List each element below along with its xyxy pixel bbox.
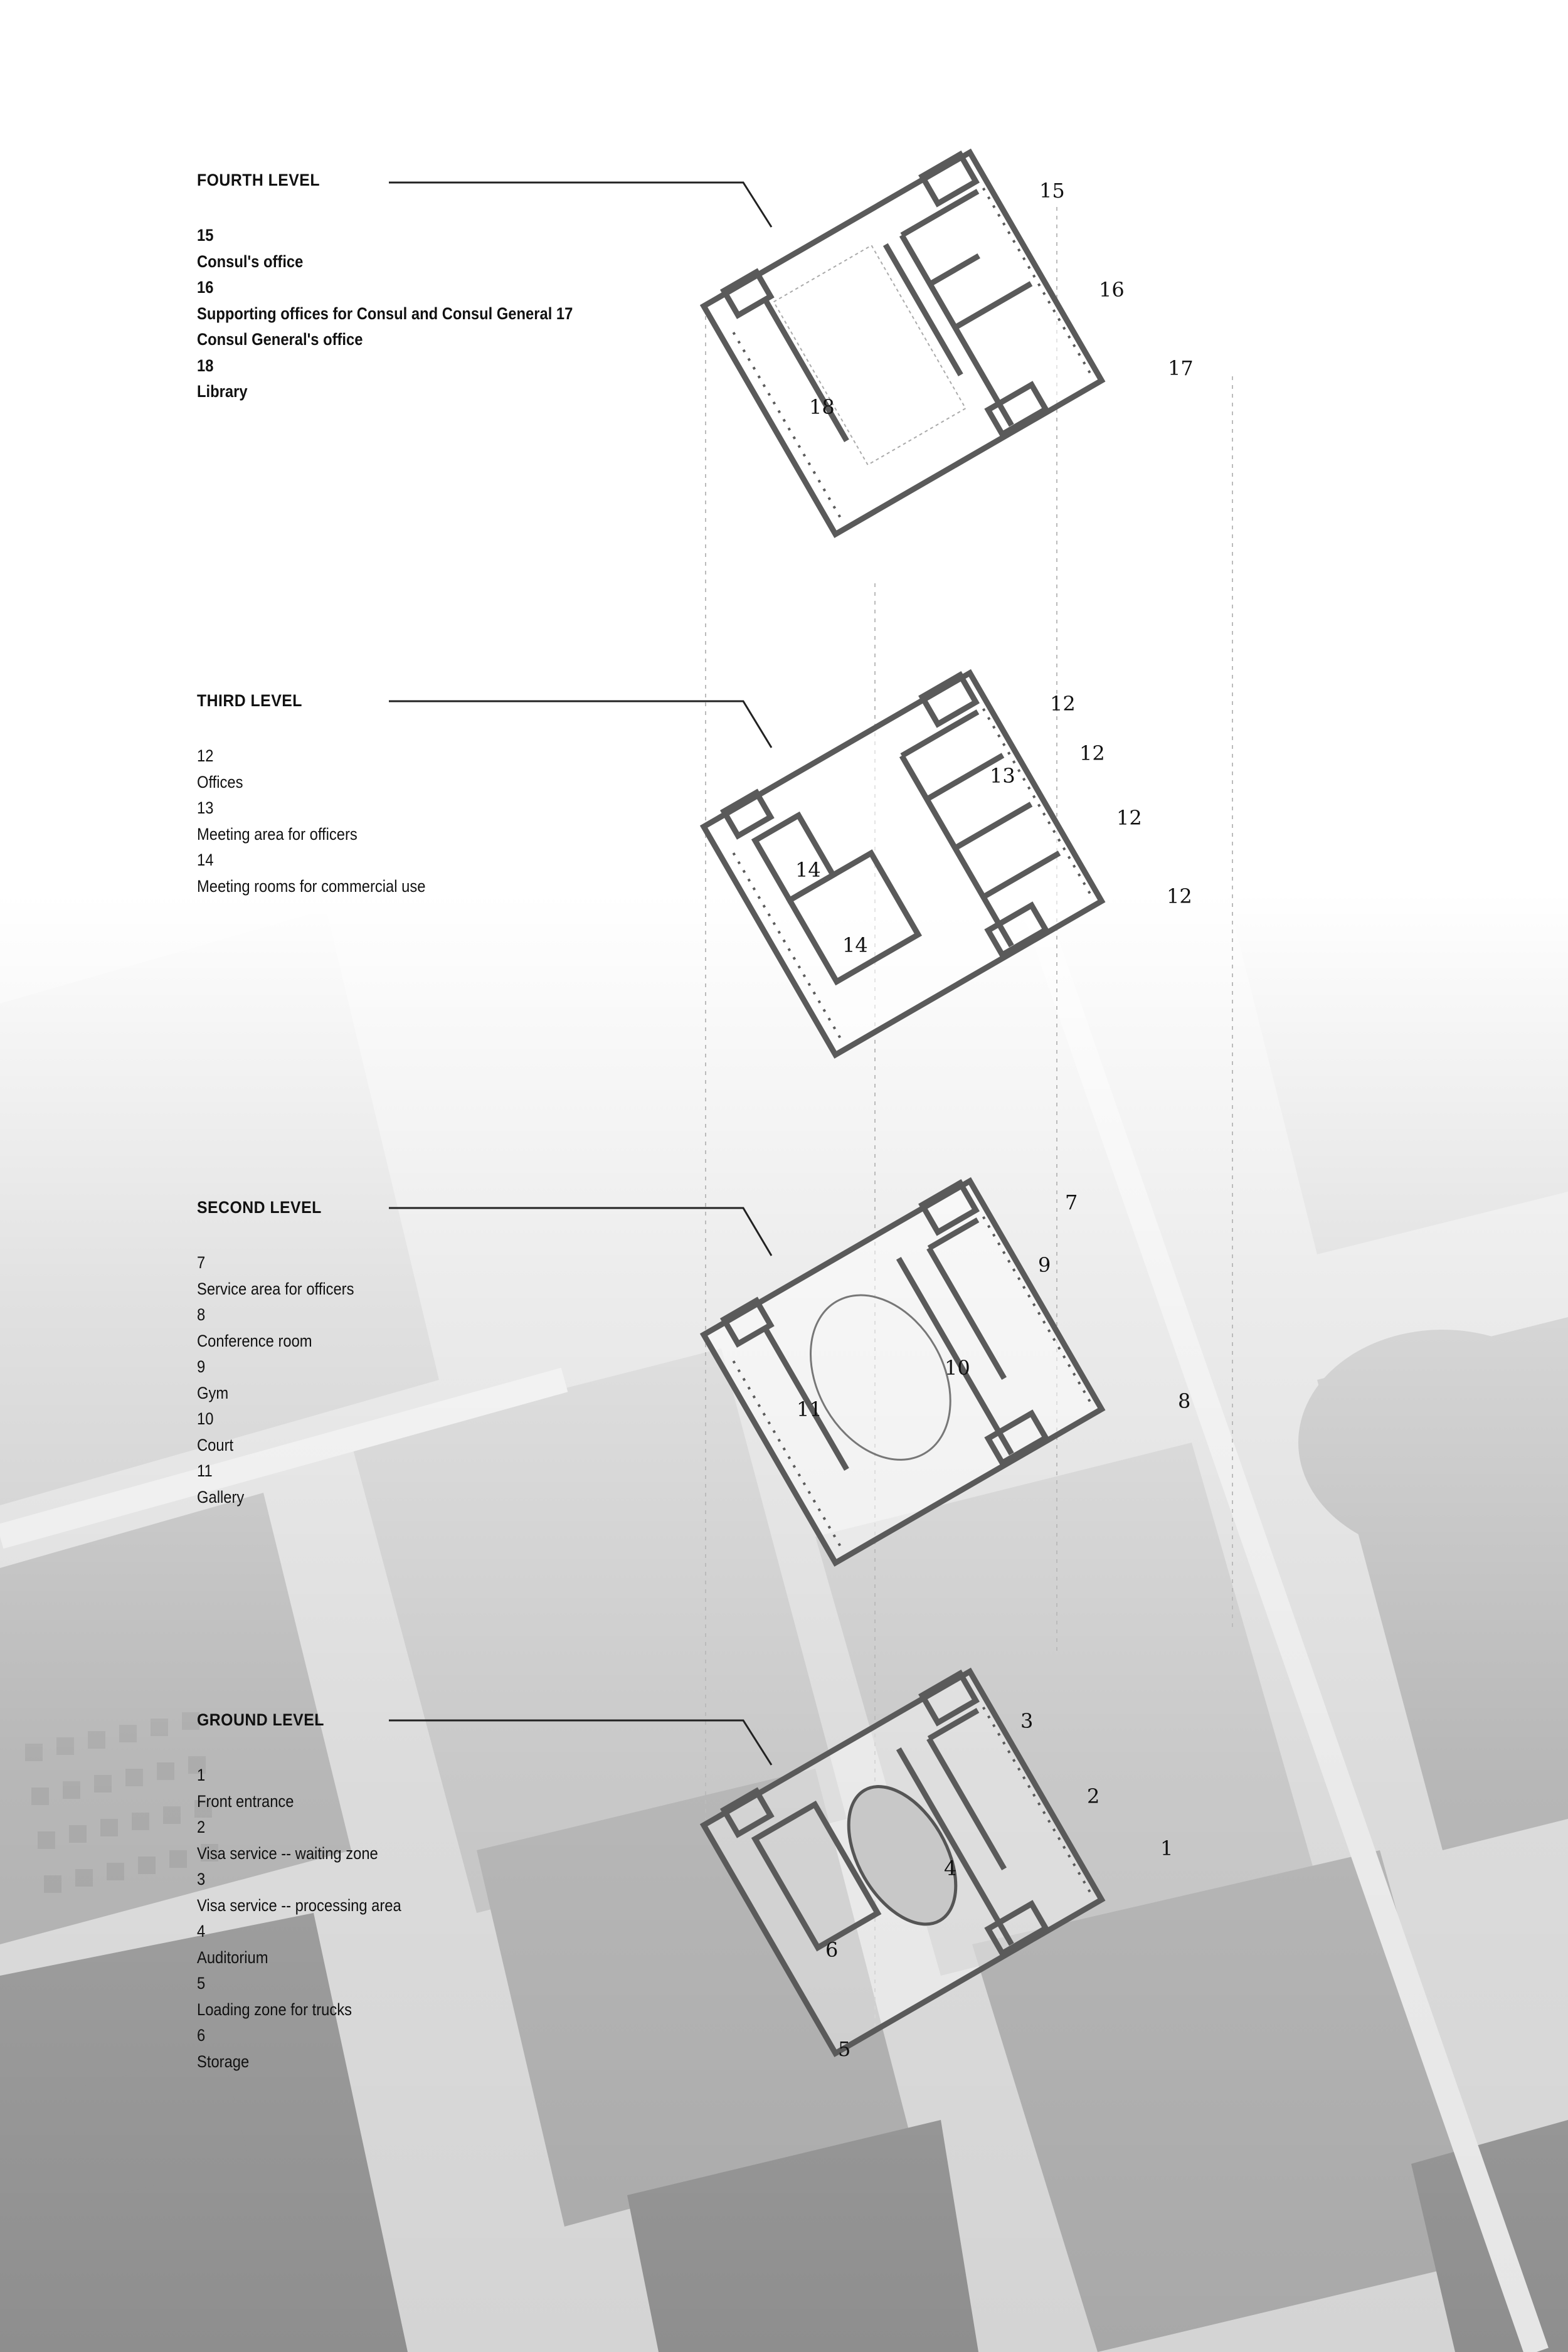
legend-ground-level: GROUND LEVEL 1 Front entrance 2 Visa ser… bbox=[197, 1710, 674, 2075]
legend-item: Library bbox=[197, 382, 248, 401]
legend-item: 14 bbox=[197, 850, 214, 869]
legend-item: Meeting area for officers bbox=[197, 824, 358, 844]
legend-item: 16 bbox=[197, 278, 214, 297]
room-5: 5 bbox=[838, 2037, 850, 2061]
legend-items: 7 Service area for officers 8 Conference… bbox=[197, 1250, 617, 1510]
legend-item: 2 bbox=[197, 1818, 206, 1836]
legend-item: Service area for officers bbox=[197, 1279, 354, 1298]
room-14-a: 14 bbox=[795, 858, 821, 882]
legend-item: 9 bbox=[197, 1357, 206, 1376]
legend-item: Gallery bbox=[197, 1487, 245, 1507]
legend-item: Consul's office bbox=[197, 252, 304, 271]
room-17: 17 bbox=[1168, 356, 1194, 380]
room-10: 10 bbox=[945, 1356, 970, 1380]
room-1: 1 bbox=[1160, 1836, 1173, 1860]
legend-item: Court bbox=[197, 1435, 234, 1454]
room-12-d: 12 bbox=[1167, 884, 1192, 908]
legend-fourth-level: FOURTH LEVEL 15 Consul's office 16 Suppo… bbox=[197, 171, 674, 405]
legend-item: 10 bbox=[197, 1409, 214, 1428]
legend-item: Gym bbox=[197, 1383, 229, 1402]
fourth-level-room-numbers: 15 16 17 18 bbox=[809, 179, 1194, 419]
legend-item: 18 bbox=[197, 356, 214, 375]
room-12-b: 12 bbox=[1079, 741, 1105, 765]
legend-item: Offices bbox=[197, 772, 243, 792]
legend-item: 1 bbox=[197, 1766, 206, 1784]
legend-item: 5 bbox=[197, 1974, 206, 1993]
legend-item: Supporting offices for Consul and Consul… bbox=[197, 304, 573, 323]
legend-item: 7 bbox=[197, 1253, 206, 1272]
room-13: 13 bbox=[990, 764, 1015, 788]
room-7: 7 bbox=[1065, 1190, 1078, 1214]
legend-title: GROUND LEVEL bbox=[197, 1710, 324, 1729]
room-6: 6 bbox=[825, 1938, 838, 1962]
leader-third bbox=[389, 700, 773, 748]
second-level-room-numbers: 7 8 9 10 11 bbox=[797, 1190, 1190, 1421]
third-level-room-numbers: 12 12 12 12 13 14 14 bbox=[795, 692, 1192, 957]
legend-items: 1 Front entrance 2 Visa service -- waiti… bbox=[197, 1762, 617, 2075]
legend-item: Storage bbox=[197, 2052, 250, 2071]
room-4: 4 bbox=[944, 1857, 956, 1880]
legend-item: Auditorium bbox=[197, 1947, 268, 1967]
room-14-b: 14 bbox=[842, 933, 868, 957]
legend-item: 15 bbox=[197, 226, 214, 245]
ground-level-room-numbers: 1 2 3 4 5 6 bbox=[825, 1709, 1173, 2061]
legend-item: Front entrance bbox=[197, 1791, 294, 1811]
legend-item: Meeting rooms for commercial use bbox=[197, 876, 426, 896]
legend-item: Conference room bbox=[197, 1331, 312, 1350]
legend-item: Consul General's office bbox=[197, 330, 363, 349]
legend-second-level: SECOND LEVEL 7 Service area for officers… bbox=[197, 1198, 674, 1510]
room-9: 9 bbox=[1038, 1253, 1051, 1277]
room-16: 16 bbox=[1099, 278, 1125, 302]
room-8: 8 bbox=[1178, 1389, 1190, 1413]
legend-item: 11 bbox=[197, 1461, 213, 1480]
legend-items: 12 Offices 13 Meeting area for officers … bbox=[197, 743, 617, 899]
plan-third-level bbox=[699, 669, 1106, 1059]
leader-fourth bbox=[389, 181, 773, 228]
legend-item: 6 bbox=[197, 2026, 206, 2045]
plan-second-level bbox=[699, 1177, 1106, 1567]
plan-fourth-level bbox=[699, 148, 1106, 538]
room-11: 11 bbox=[797, 1397, 822, 1421]
leader-ground bbox=[389, 1719, 773, 1766]
legend-title: SECOND LEVEL bbox=[197, 1198, 322, 1217]
legend-item: Visa service -- waiting zone bbox=[197, 1843, 378, 1863]
legend-item: 13 bbox=[197, 798, 214, 817]
leader-second bbox=[389, 1207, 773, 1256]
room-15: 15 bbox=[1039, 179, 1065, 203]
room-12-c: 12 bbox=[1116, 806, 1142, 830]
room-18: 18 bbox=[809, 395, 835, 419]
legend-item: Loading zone for trucks bbox=[197, 2000, 352, 2019]
room-12-a: 12 bbox=[1050, 692, 1076, 716]
legend-item: 12 bbox=[197, 746, 214, 765]
room-2: 2 bbox=[1087, 1784, 1099, 1808]
legend-item: 4 bbox=[197, 1922, 206, 1941]
legend-items: 15 Consul's office 16 Supporting offices… bbox=[197, 223, 617, 405]
legend-item: 3 bbox=[197, 1870, 206, 1888]
legend-third-level: THIRD LEVEL 12 Offices 13 Meeting area f… bbox=[197, 691, 674, 899]
plan-ground-level bbox=[699, 1667, 1106, 2057]
legend-title: FOURTH LEVEL bbox=[197, 171, 320, 189]
legend-title: THIRD LEVEL bbox=[197, 691, 302, 710]
leader-lines bbox=[389, 181, 773, 1766]
room-3: 3 bbox=[1020, 1709, 1033, 1733]
legend-item: Visa service -- processing area bbox=[197, 1895, 401, 1915]
legend-item: 8 bbox=[197, 1305, 206, 1324]
